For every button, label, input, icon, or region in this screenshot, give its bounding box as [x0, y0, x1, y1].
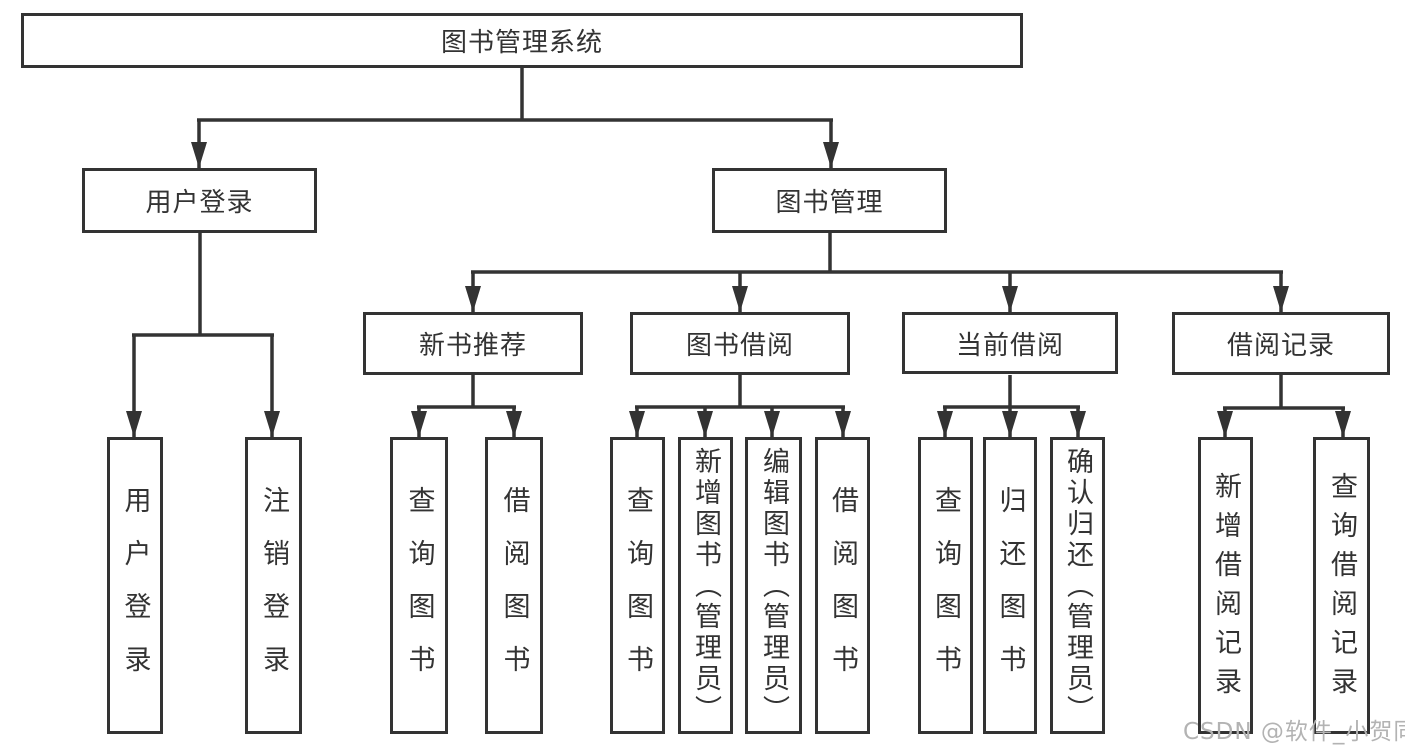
leaf-nbr-borrow-books-label: 借阅图书 [498, 486, 530, 698]
node-book-management: 图书管理 [712, 168, 947, 233]
node-user-login: 用户登录 [82, 168, 317, 233]
leaf-bb-add-books: 新增图书（管理员） [678, 437, 733, 734]
leaf-br-add-record: 新增借阅记录 [1198, 437, 1253, 734]
leaf-nbr-borrow-books: 借阅图书 [485, 437, 543, 734]
node-new-book-recommend-label: 新书推荐 [418, 331, 527, 361]
node-book-management-label: 图书管理 [775, 188, 884, 218]
node-book-borrow: 图书借阅 [630, 312, 850, 375]
leaf-user-login-label: 用户登录 [119, 486, 151, 698]
node-root-label: 图书管理系统 [440, 28, 603, 58]
leaf-cb-confirm-return: 确认归还（管理员） [1050, 437, 1105, 734]
leaf-br-query-record-label: 查询借阅记录 [1326, 471, 1357, 706]
leaf-bb-edit-books-label: 编辑图书（管理员） [758, 447, 789, 726]
leaf-nbr-query-books: 查询图书 [390, 437, 448, 734]
node-user-login-label: 用户登录 [145, 188, 254, 218]
node-book-borrow-label: 图书借阅 [685, 331, 794, 361]
leaf-bb-edit-books: 编辑图书（管理员） [745, 437, 802, 734]
node-borrow-records: 借阅记录 [1172, 312, 1390, 375]
leaf-bb-query-books: 查询图书 [610, 437, 665, 734]
node-root: 图书管理系统 [21, 13, 1023, 68]
leaf-cb-query-books-label: 查询图书 [930, 486, 961, 698]
leaf-nbr-query-books-label: 查询图书 [403, 486, 435, 698]
node-new-book-recommend: 新书推荐 [363, 312, 583, 375]
node-current-borrow-label: 当前借阅 [955, 330, 1064, 361]
leaf-cb-return-books: 归还图书 [983, 437, 1037, 734]
leaf-bb-query-books-label: 查询图书 [622, 486, 653, 698]
leaf-bb-add-books-label: 新增图书（管理员） [690, 447, 721, 726]
leaf-br-add-record-label: 新增借阅记录 [1210, 471, 1241, 706]
leaf-cb-return-books-label: 归还图书 [994, 486, 1026, 698]
leaf-logout-label: 注销登录 [258, 486, 289, 698]
node-current-borrow: 当前借阅 [902, 312, 1118, 374]
leaf-bb-borrow-books: 借阅图书 [815, 437, 870, 734]
leaf-logout: 注销登录 [245, 437, 302, 734]
leaf-user-login: 用户登录 [107, 437, 163, 734]
leaf-cb-query-books: 查询图书 [918, 437, 973, 734]
csdn-watermark: CSDN @软件_小贺同学 [1183, 719, 1405, 745]
leaf-bb-borrow-books-label: 借阅图书 [827, 486, 858, 698]
leaf-cb-confirm-return-label: 确认归还（管理员） [1062, 447, 1093, 726]
node-borrow-records-label: 借阅记录 [1226, 331, 1335, 361]
leaf-br-query-record: 查询借阅记录 [1313, 437, 1370, 734]
